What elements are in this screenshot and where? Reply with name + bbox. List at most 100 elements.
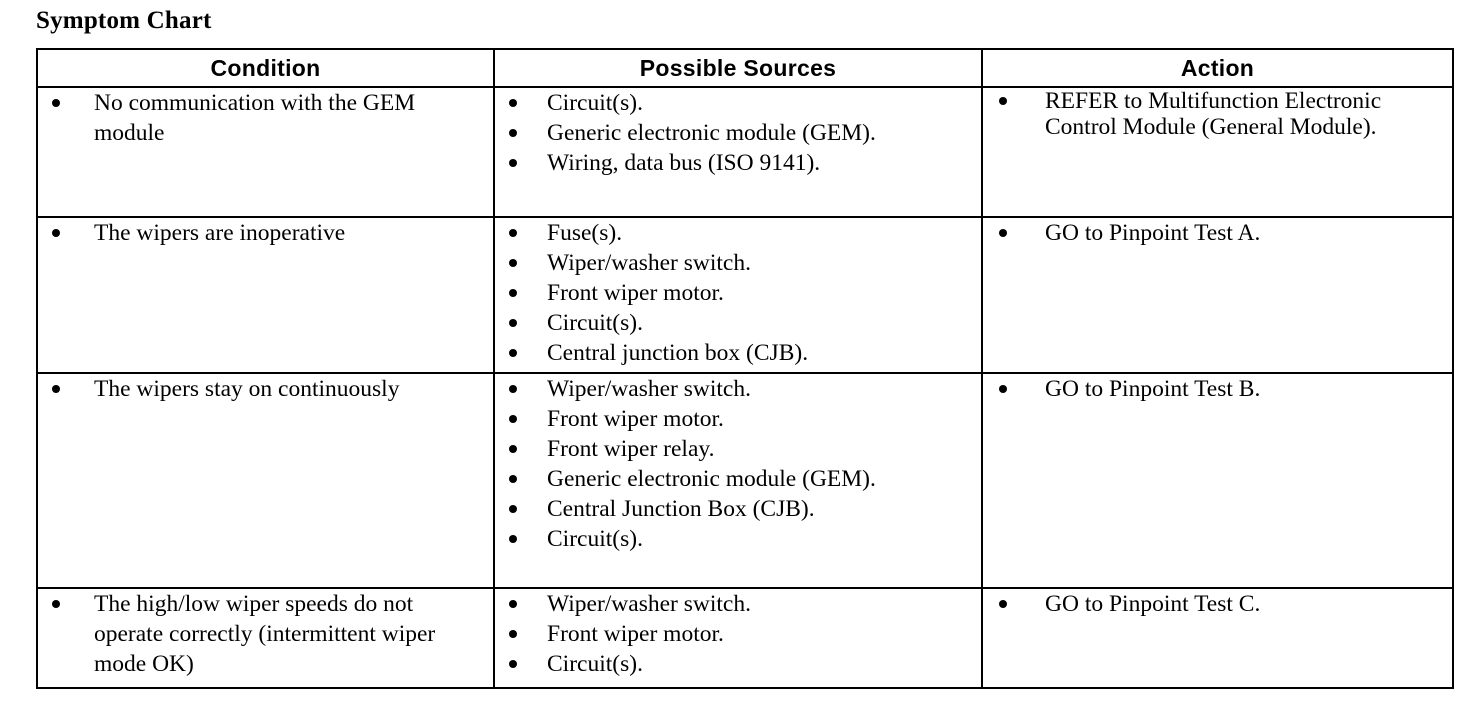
list-item: Wiper/washer switch. <box>495 374 981 404</box>
column-header-possible-sources-label: Possible Sources <box>639 55 837 81</box>
list-item: Front wiper motor. <box>495 404 981 434</box>
cell-possible-sources: Wiper/washer switch. Front wiper motor. … <box>493 587 983 689</box>
bullet-icon <box>509 385 517 393</box>
table-row: The wipers are inoperative Fuse(s). Wipe… <box>36 216 1454 374</box>
list-item-label: Wiper/washer switch. <box>547 591 751 617</box>
condition-list: The wipers are inoperative <box>38 218 493 248</box>
bullet-icon <box>509 289 517 297</box>
list-item: Circuit(s). <box>495 308 981 338</box>
cell-condition: No communication with the GEM module <box>36 86 495 218</box>
bullet-icon <box>999 385 1007 393</box>
list-item-label: Wiper/washer switch. <box>547 376 751 402</box>
cell-condition: The high/low wiper speeds do not operate… <box>36 587 495 689</box>
list-item-label: No communication with the GEM module <box>94 90 416 146</box>
action-list: REFER to Multifunction Electronic Contro… <box>983 88 1452 140</box>
bullet-icon <box>509 600 517 608</box>
list-item: Front wiper motor. <box>495 278 981 308</box>
sources-list: Wiper/washer switch. Front wiper motor. … <box>495 374 981 554</box>
page-title: Symptom Chart <box>36 7 212 34</box>
list-item: The wipers stay on continuously <box>38 374 493 404</box>
bullet-icon <box>509 415 517 423</box>
list-item: Wiper/washer switch. <box>495 589 981 619</box>
condition-list: The wipers stay on continuously <box>38 374 493 404</box>
column-header-condition: Condition <box>36 48 495 88</box>
bullet-icon <box>999 97 1007 105</box>
list-item-label: Wiper/washer switch. <box>547 250 751 276</box>
list-item: Generic electronic module (GEM). <box>495 464 981 494</box>
sources-list: Circuit(s). Generic electronic module (G… <box>495 88 981 178</box>
bullet-icon <box>509 99 517 107</box>
list-item-label: Circuit(s). <box>547 526 643 552</box>
list-item-label: Fuse(s). <box>547 220 623 246</box>
list-item-label: Generic electronic module (GEM). <box>547 120 876 146</box>
list-item-label: Central Junction Box (CJB). <box>547 496 815 522</box>
bullet-icon <box>509 630 517 638</box>
bullet-icon <box>999 229 1007 237</box>
list-item-label: Front wiper motor. <box>547 280 724 306</box>
cell-action: REFER to Multifunction Electronic Contro… <box>981 86 1454 218</box>
list-item: GO to Pinpoint Test A. <box>983 218 1452 248</box>
bullet-icon <box>509 159 517 167</box>
list-item-label: Front wiper motor. <box>547 621 724 647</box>
column-header-condition-label: Condition <box>210 55 321 81</box>
cell-condition: The wipers are inoperative <box>36 216 495 374</box>
bullet-icon <box>52 385 60 393</box>
column-header-possible-sources: Possible Sources <box>493 48 983 88</box>
list-item: GO to Pinpoint Test C. <box>983 589 1452 619</box>
condition-list: No communication with the GEM module <box>38 88 493 148</box>
list-item: GO to Pinpoint Test B. <box>983 374 1452 404</box>
list-item: The wipers are inoperative <box>38 218 493 248</box>
bullet-icon <box>52 600 60 608</box>
list-item: Central junction box (CJB). <box>495 338 981 368</box>
cell-action: GO to Pinpoint Test B. <box>981 372 1454 589</box>
list-item-label: GO to Pinpoint Test B. <box>1045 376 1261 402</box>
action-list: GO to Pinpoint Test C. <box>983 589 1452 619</box>
list-item: The high/low wiper speeds do not operate… <box>38 589 493 679</box>
sources-list: Fuse(s). Wiper/washer switch. Front wipe… <box>495 218 981 368</box>
list-item-label: Circuit(s). <box>547 90 643 116</box>
list-item: Fuse(s). <box>495 218 981 248</box>
list-item: Generic electronic module (GEM). <box>495 118 981 148</box>
list-item-label: The high/low wiper speeds do not operate… <box>94 591 436 677</box>
list-item-label: Circuit(s). <box>547 310 643 336</box>
column-header-action-label: Action <box>1180 55 1255 81</box>
list-item-label: Front wiper motor. <box>547 406 724 432</box>
table-row: The wipers stay on continuously Wiper/wa… <box>36 372 1454 589</box>
list-item-label: The wipers stay on continuously <box>94 376 400 402</box>
bullet-icon <box>52 229 60 237</box>
action-list: GO to Pinpoint Test A. <box>983 218 1452 248</box>
list-item: Front wiper relay. <box>495 434 981 464</box>
bullet-icon <box>509 535 517 543</box>
list-item: Central Junction Box (CJB). <box>495 494 981 524</box>
cell-action: GO to Pinpoint Test A. <box>981 216 1454 374</box>
bullet-icon <box>509 349 517 357</box>
action-list: GO to Pinpoint Test B. <box>983 374 1452 404</box>
cell-condition: The wipers stay on continuously <box>36 372 495 589</box>
table-row: The high/low wiper speeds do not operate… <box>36 587 1454 689</box>
bullet-icon <box>509 259 517 267</box>
bullet-icon <box>509 129 517 137</box>
sources-list: Wiper/washer switch. Front wiper motor. … <box>495 589 981 679</box>
bullet-icon <box>509 505 517 513</box>
list-item-label: Circuit(s). <box>547 651 643 677</box>
list-item: Wiring, data bus (ISO 9141). <box>495 148 981 178</box>
cell-possible-sources: Fuse(s). Wiper/washer switch. Front wipe… <box>493 216 983 374</box>
list-item-label: Central junction box (CJB). <box>547 340 809 366</box>
table-row: No communication with the GEM module Cir… <box>36 86 1454 218</box>
list-item: Front wiper motor. <box>495 619 981 649</box>
bullet-icon <box>509 475 517 483</box>
column-header-action: Action <box>981 48 1454 88</box>
cell-possible-sources: Circuit(s). Generic electronic module (G… <box>493 86 983 218</box>
list-item: Wiper/washer switch. <box>495 248 981 278</box>
bullet-icon <box>509 229 517 237</box>
list-item-label: REFER to Multifunction Electronic Contro… <box>1045 88 1382 140</box>
list-item-label: Wiring, data bus (ISO 9141). <box>547 150 821 176</box>
list-item-label: Generic electronic module (GEM). <box>547 466 876 492</box>
list-item-label: The wipers are inoperative <box>94 220 346 246</box>
bullet-icon <box>509 660 517 668</box>
bullet-icon <box>509 445 517 453</box>
list-item-label: GO to Pinpoint Test A. <box>1045 220 1261 246</box>
bullet-icon <box>999 600 1007 608</box>
cell-possible-sources: Wiper/washer switch. Front wiper motor. … <box>493 372 983 589</box>
